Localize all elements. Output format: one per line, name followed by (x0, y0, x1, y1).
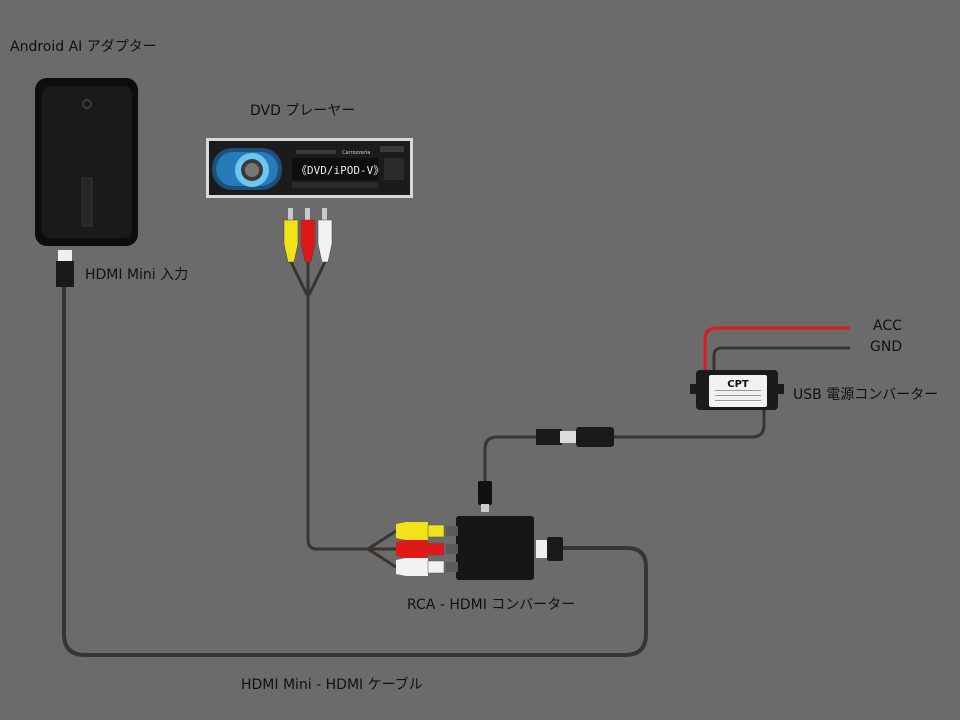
rca-plugs-converter (396, 522, 445, 576)
android-ai-adapter (35, 78, 138, 246)
dvd-display-text: 《DVD/iPOD-V》 (296, 164, 384, 177)
acc-wire (703, 326, 850, 370)
dvd-player-label: DVD プレーヤー (250, 103, 356, 119)
dvd-player (206, 138, 413, 198)
gnd-wire (712, 346, 850, 370)
android-adapter-label: Android AI アダプター (10, 39, 157, 55)
hdmi-cable (62, 285, 648, 657)
gnd-label: GND (870, 339, 903, 355)
hdmi-mini-input-label: HDMI Mini 入力 (85, 267, 189, 283)
usb-power-converter (690, 370, 784, 410)
rca-hdmi-converter (446, 516, 534, 580)
hdmi-plug (536, 537, 563, 561)
rca-hdmi-converter-label: RCA - HDMI コンバーター (407, 597, 576, 613)
acc-label: ACC (873, 318, 902, 334)
hdmi-cable-label: HDMI Mini - HDMI ケーブル (241, 677, 423, 693)
rca-plugs-dvd (283, 208, 333, 263)
usb-converter-brand: CPT (727, 379, 749, 390)
rca-cable (289, 261, 368, 551)
rca-cable-split (367, 529, 397, 569)
usb-connector (536, 427, 614, 447)
micro-usb-plug (478, 481, 492, 512)
hdmi-mini-plug (56, 250, 74, 287)
dvd-brand-text: Carrozzeria (342, 150, 370, 156)
usb-cable (483, 405, 766, 488)
usb-converter-label: USB 電源コンバーター (793, 387, 939, 403)
